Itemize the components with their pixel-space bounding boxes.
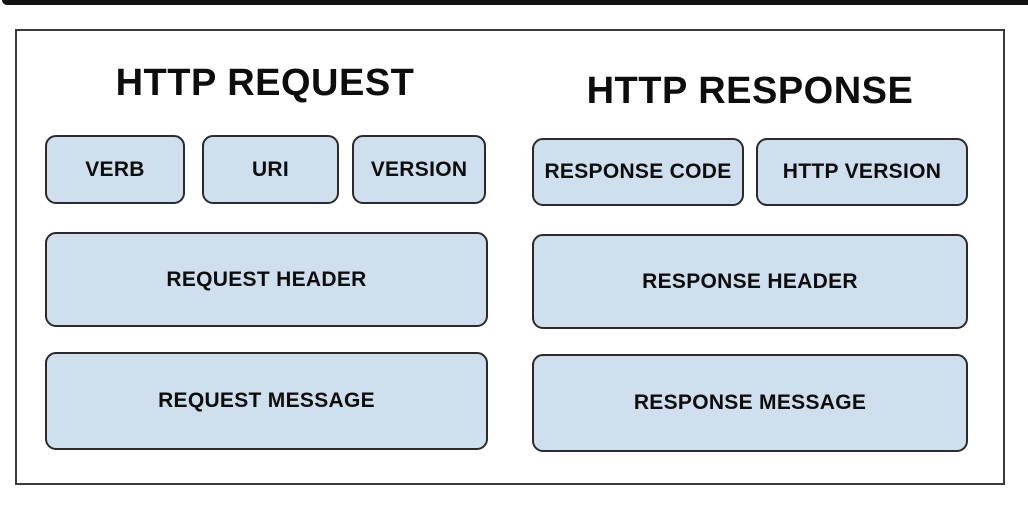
response-header-box: RESPONSE HEADER (532, 234, 968, 329)
uri-box: URI (202, 135, 339, 204)
response-message-box: RESPONSE MESSAGE (532, 354, 968, 452)
http-request-title: HTTP REQUEST (115, 62, 415, 104)
request-message-box: REQUEST MESSAGE (45, 352, 488, 450)
verb-box: VERB (45, 135, 185, 204)
request-header-box: REQUEST HEADER (45, 232, 488, 327)
response-code-box: RESPONSE CODE (532, 138, 744, 206)
version-box: VERSION (352, 135, 486, 204)
top-edge-bar (2, 0, 1028, 5)
http-response-title: HTTP RESPONSE (586, 70, 914, 112)
http-version-box: HTTP VERSION (756, 138, 968, 206)
